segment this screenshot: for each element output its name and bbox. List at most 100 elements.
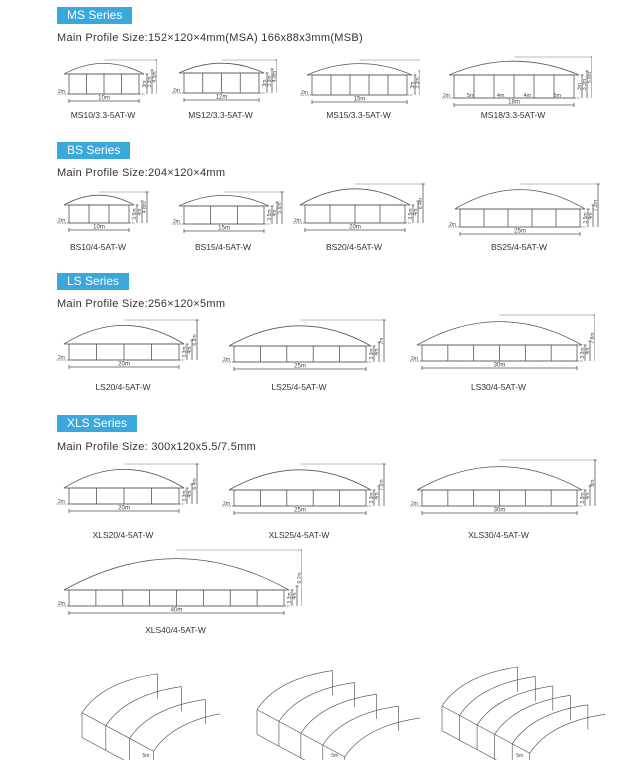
tent-height-label: 3.3m	[582, 79, 588, 90]
tent-base-label: 2m	[173, 88, 180, 94]
tent-width-label: 40m	[171, 608, 183, 614]
tent-width-label: 25m	[294, 508, 306, 514]
tent-width-label: 10m	[98, 96, 110, 102]
tent-height-label: 3.3m	[182, 346, 188, 357]
tent-model-label: LS20/4-5AT-W	[95, 382, 151, 392]
tent-height-label: 7.2m	[593, 200, 599, 211]
tent-height-label: 5.6m	[277, 202, 283, 213]
tent-model-label: LS30/4-5AT-W	[470, 382, 527, 392]
tent-height-label: 8m	[590, 480, 596, 487]
tent-model-label: MS12/3.3-5AT-W	[188, 110, 253, 120]
tent-model-label: XLS25/4-5AT-W	[268, 530, 330, 540]
tent-frame-isometric-medium: 5m	[256, 670, 420, 760]
tent-width-label: 20m	[118, 362, 130, 368]
tent-base-label: 2m	[173, 219, 180, 225]
tent-roof	[228, 469, 372, 491]
tent-height-label: 4m	[588, 213, 594, 220]
tent-roof	[63, 325, 185, 345]
tent-roof	[63, 194, 135, 206]
tent-height-label: 3.5m	[408, 208, 414, 219]
tent-model-label: BS10/4-5AT-W	[69, 242, 127, 252]
ms-series-tag: MS Series	[57, 7, 133, 24]
tent-base-label: 2m	[301, 90, 308, 96]
tent-roof	[178, 195, 270, 207]
tent-roof	[228, 325, 372, 347]
tent-height-label: 3m	[410, 82, 416, 89]
tent-height-label: 4.8m	[272, 71, 277, 82]
tent-model-label: BS25/4-5AT-W	[490, 242, 548, 252]
tent-base-label: 2m	[411, 501, 418, 507]
tent-base-label: 2m	[58, 499, 65, 505]
tent-model-label: XLS30/4-5AT-W	[468, 530, 529, 540]
tent-height-label: 4m	[187, 347, 193, 354]
tent-roof	[178, 62, 265, 74]
tent-height-label: 3.3m	[580, 492, 586, 503]
tent-width-label: 25m	[294, 364, 306, 370]
tent-frame-isometric-small: 5m	[81, 673, 220, 760]
tent-base-label: 2m	[223, 357, 230, 363]
frame-bay-label: 5m	[143, 753, 150, 759]
tent-model-label: MS10/3.3-5AT-W	[70, 110, 136, 120]
tent-height-label: 3.5m	[132, 208, 138, 219]
tent-width-label: 20m	[118, 506, 130, 512]
tent-height-label: 3.3m	[369, 492, 375, 503]
ls-profile-size: Main Profile Size:256×120×5mm	[57, 298, 226, 310]
tent-body	[68, 204, 130, 224]
tent-base-label: 2m	[294, 218, 301, 224]
tent-segment-label: 4m	[497, 93, 505, 99]
tent-height-label: 4m	[272, 210, 278, 217]
tent-segment-label: 5m	[554, 93, 562, 99]
frame-bay-label: 5m	[331, 753, 338, 759]
tent-model-label: BS20/4-5AT-W	[325, 242, 383, 252]
tent-base-label: 2m	[449, 222, 456, 228]
tent-body	[233, 345, 367, 363]
tent-height-label: 5.8m	[587, 72, 592, 83]
tent-height-label: 3.3m	[182, 490, 188, 501]
tent-height-label: 3.3m	[369, 348, 375, 359]
tent-height-label: 4m	[413, 209, 419, 216]
tent-base-label: 2m	[58, 601, 65, 607]
tent-roof	[63, 469, 185, 489]
tent-height-label: 3m	[262, 80, 268, 87]
ms-profile-size: Main Profile Size:152×120×4mm(MSA) 166x8…	[57, 32, 363, 44]
tent-roof	[416, 466, 583, 491]
tent-height-label: 7m	[379, 338, 385, 345]
tent-height-label: 3.3m	[415, 77, 420, 88]
tent-roof	[63, 63, 145, 75]
tent-segment-label: 5m	[467, 93, 475, 99]
tent-width-label: 15m	[354, 97, 366, 103]
tent-height-label: 3.3m	[287, 592, 293, 603]
tent-height-label: 4m	[374, 349, 380, 356]
tent-segment-label: 4m	[524, 93, 532, 99]
tent-height-label: 4.5m	[152, 71, 157, 82]
tent-height-label: 9.7m	[297, 572, 302, 583]
tent-roof	[448, 60, 580, 76]
xls-series-tag: XLS Series	[57, 415, 138, 432]
tent-model-label: XLS20/4-5AT-W	[92, 530, 154, 540]
tent-frame-isometric-large: 5m	[441, 666, 605, 760]
tent-base-label: 2m	[58, 89, 65, 95]
tent-width-label: 15m	[218, 226, 230, 232]
tent-height-label: 4m	[374, 493, 380, 500]
tent-base-label: 2m	[58, 355, 65, 361]
tent-width-label: 18m	[508, 100, 520, 106]
tent-width-label: 12m	[216, 95, 228, 101]
tent-height-label: 3.3m	[267, 75, 273, 86]
tent-height-label: 4.8m	[142, 202, 148, 213]
tent-height-label: 4m	[585, 348, 591, 355]
tent-width-label: 20m	[349, 225, 361, 231]
tent-width-label: 10m	[93, 225, 105, 231]
tent-height-label: 4m	[137, 209, 143, 216]
